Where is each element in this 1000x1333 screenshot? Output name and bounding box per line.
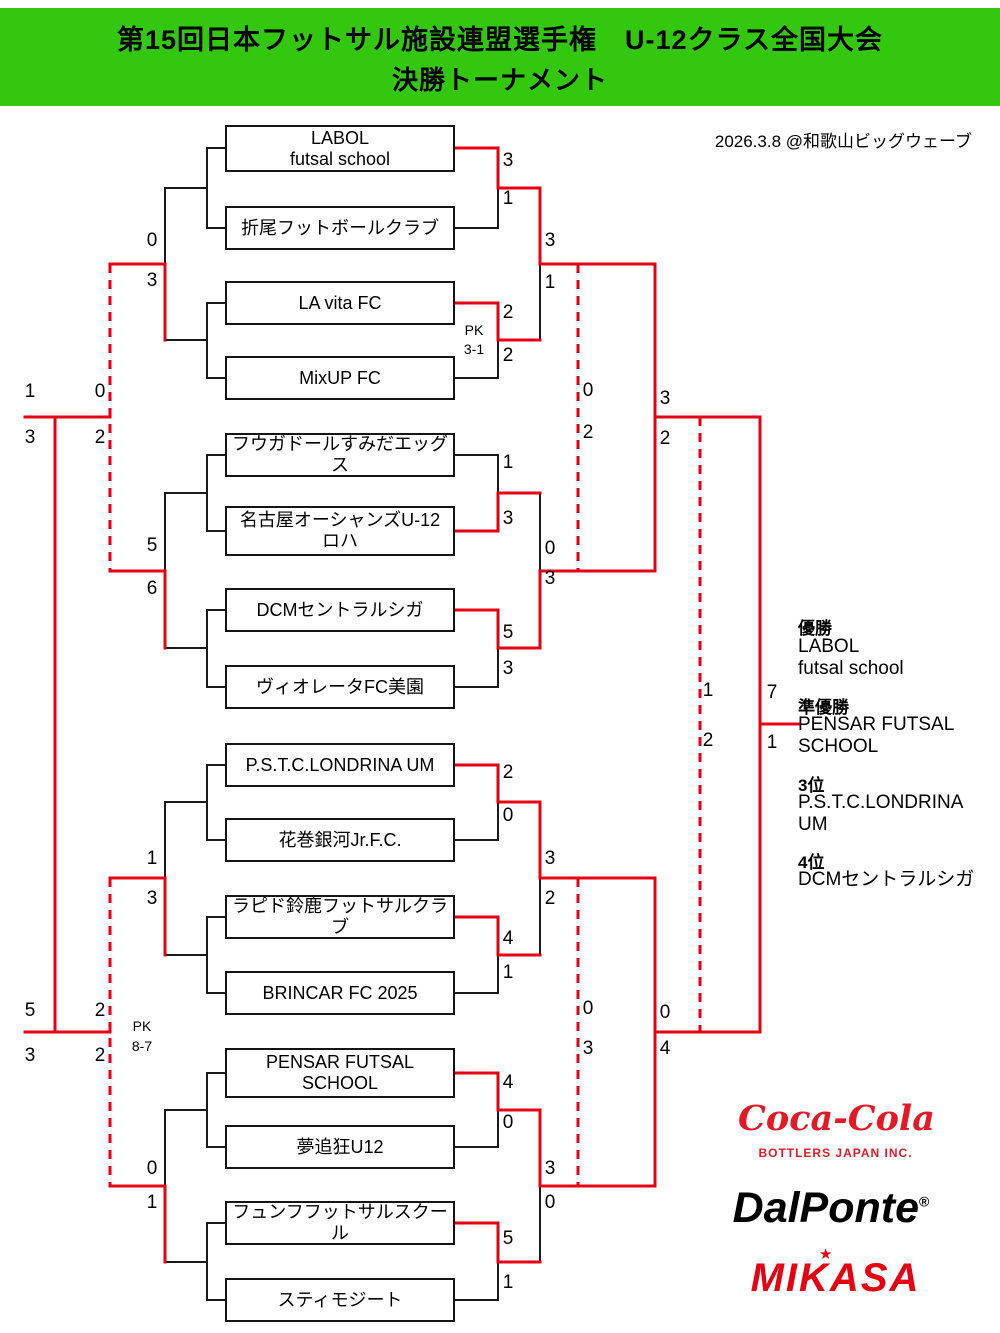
match-score: 3 [502, 508, 514, 529]
match-score: 0 [582, 380, 594, 401]
match-score: 1 [502, 962, 514, 983]
runner-up-label: 準優勝 [798, 698, 849, 717]
match-score: 2 [94, 1045, 106, 1066]
title-line2: 決勝トーナメント [391, 64, 608, 95]
match-score: 0 [94, 381, 106, 402]
match-score: 5 [24, 1000, 36, 1021]
match-score: 4 [502, 1072, 514, 1093]
match-score: 3 [544, 568, 556, 589]
match-score: 3 [24, 1045, 36, 1066]
pk-note: PK [132, 1018, 152, 1034]
match-score: 4 [659, 1038, 671, 1059]
match-score: 7 [766, 682, 778, 703]
match-score: 5 [146, 535, 158, 556]
team-box-12: PENSAR FUTSAL SCHOOL [225, 1048, 455, 1098]
match-score: 1 [502, 1272, 514, 1293]
match-score: 3 [544, 848, 556, 869]
team-box-6: DCMセントラルシガ [225, 588, 455, 632]
match-score: 1 [502, 188, 514, 209]
match-score: 0 [544, 538, 556, 559]
match-score: 0 [502, 805, 514, 826]
match-score: 5 [502, 622, 514, 643]
team-box-10: ラピド鈴鹿フットサルクラブ [225, 895, 455, 939]
team-box-4: フウガドールすみだエッグス [225, 433, 455, 477]
team-box-1: 折尾フットボールクラブ [225, 206, 455, 250]
third-place-name: P.S.T.C.LONDRINA UM [798, 792, 964, 835]
team-box-13: 夢追狂U12 [225, 1125, 455, 1169]
runner-up-name: PENSAR FUTSAL SCHOOL [798, 714, 955, 757]
match-score: 2 [544, 888, 556, 909]
dalponte-wordmark: DalPonte [732, 1184, 920, 1232]
team-box-14: フュンフフットサルスクール [225, 1201, 455, 1245]
team-box-0: LABOL futsal school [225, 125, 455, 172]
team-box-11: BRINCAR FC 2025 [225, 971, 455, 1015]
mikasa-logo: ★ MIKASA [733, 1246, 938, 1301]
match-score: 1 [702, 680, 714, 701]
pk-note: PK [464, 322, 484, 338]
team-box-5: 名古屋オーシャンズU-12 ロハ [225, 506, 455, 556]
pk-note: 8-7 [131, 1038, 153, 1054]
match-score: 2 [502, 345, 514, 366]
match-score: 6 [146, 578, 158, 599]
date-venue: 2026.3.8 @和歌山ビッグウェーブ [714, 132, 972, 151]
match-score: 3 [544, 230, 556, 251]
champion-name: LABOL futsal school [798, 636, 904, 679]
match-score: 3 [24, 427, 36, 448]
mikasa-wordmark: MIKASA [750, 1256, 921, 1300]
match-score: 3 [659, 388, 671, 409]
match-score: 1 [146, 848, 158, 869]
match-score: 1 [146, 1192, 158, 1213]
match-score: 0 [502, 1112, 514, 1133]
match-score: 4 [502, 928, 514, 949]
match-score: 3 [146, 270, 158, 291]
match-score: 3 [502, 150, 514, 171]
match-score: 2 [502, 302, 514, 323]
match-score: 2 [502, 762, 514, 783]
match-score: 0 [146, 230, 158, 251]
team-box-15: スティモジート [225, 1278, 455, 1322]
match-score: 2 [659, 428, 671, 449]
match-score: 2 [702, 730, 714, 751]
match-score: 0 [659, 1002, 671, 1023]
cocacola-logo: Coca-Cola BOTTLERS JAPAN INC. [738, 1098, 935, 1160]
cocacola-subtext: BOTTLERS JAPAN INC. [758, 1146, 913, 1160]
match-score: 0 [582, 998, 594, 1019]
title-banner: 第15回日本フットサル施設連盟選手権 U-12クラス全国大会 決勝トーナメント [0, 8, 1000, 106]
match-score: 0 [544, 1192, 556, 1213]
team-box-7: ヴィオレータFC美園 [225, 665, 455, 709]
team-box-9: 花巻銀河Jr.F.C. [225, 818, 455, 862]
match-score: 1 [544, 272, 556, 293]
team-box-8: P.S.T.C.LONDRINA UM [225, 743, 455, 787]
match-score: 5 [502, 1228, 514, 1249]
champion-label: 優勝 [798, 619, 832, 638]
match-score: 3 [146, 888, 158, 909]
match-score: 3 [582, 1038, 594, 1059]
registered-mark-icon: ® [919, 1193, 930, 1210]
pk-note: 3-1 [463, 341, 485, 357]
match-score: 2 [94, 1000, 106, 1021]
match-score: 1 [502, 452, 514, 473]
match-score: 0 [146, 1158, 158, 1179]
title-line1: 第15回日本フットサル施設連盟選手権 U-12クラス全国大会 [116, 24, 883, 55]
match-score: 3 [544, 1158, 556, 1179]
match-score: 1 [24, 381, 36, 402]
match-score: 1 [766, 732, 778, 753]
cocacola-wordmark: Coca-Cola [738, 1098, 935, 1139]
third-place-label: 3位 [798, 776, 825, 795]
team-box-3: MixUP FC [225, 356, 455, 400]
team-box-2: LA vita FC [225, 281, 455, 325]
match-score: 3 [502, 658, 514, 679]
fourth-place-name: DCMセントラルシガ [798, 869, 975, 890]
match-score: 2 [94, 427, 106, 448]
star-icon: ★ [819, 1246, 835, 1263]
match-score: 2 [582, 422, 594, 443]
fourth-place-label: 4位 [798, 853, 825, 872]
dalponte-logo: DalPonte® [698, 1184, 964, 1233]
